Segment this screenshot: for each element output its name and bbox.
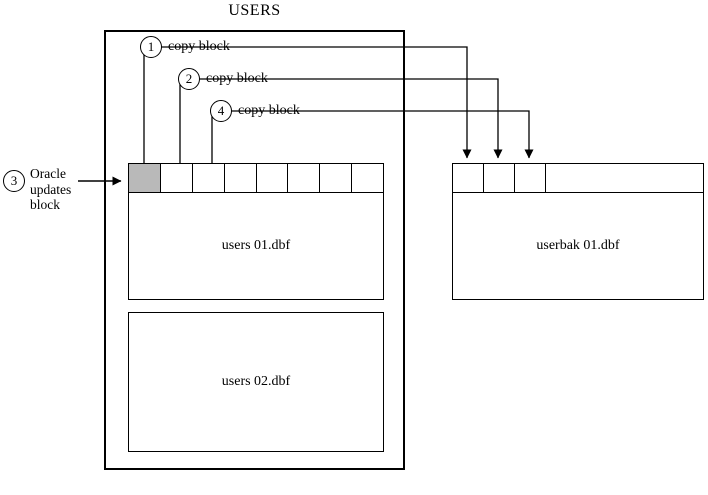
- block-cell: [257, 164, 289, 192]
- block-cell: [352, 164, 383, 192]
- step-label-2: copy block: [206, 71, 268, 86]
- updated-block-cell: [129, 164, 161, 192]
- block-cell: [484, 164, 515, 192]
- block-cell: [453, 164, 484, 192]
- users01-datafile: users 01.dbf: [128, 192, 384, 300]
- step-circle-1: 1: [140, 36, 162, 58]
- block-cell: [161, 164, 193, 192]
- users01-label: users 01.dbf: [221, 238, 291, 253]
- userbak-block-row: [452, 163, 704, 193]
- users02-datafile: users 02.dbf: [128, 312, 384, 452]
- step-number: 3: [10, 173, 18, 188]
- block-cell: [225, 164, 257, 192]
- tablespace-title: USERS: [228, 2, 281, 19]
- step-circle-2: 2: [178, 68, 200, 90]
- block-cell: [193, 164, 225, 192]
- users01-block-row: [128, 163, 384, 193]
- users02-label: users 02.dbf: [221, 374, 291, 389]
- step-label-1: copy block: [168, 39, 230, 54]
- step-number: 2: [185, 71, 193, 86]
- userbak01-datafile: userbak 01.dbf: [452, 192, 704, 300]
- block-cell: [515, 164, 546, 192]
- update-step-label: Oracle updates block: [30, 166, 72, 212]
- step-number: 1: [147, 39, 155, 54]
- userbak01-label: userbak 01.dbf: [536, 238, 620, 253]
- step-circle-4: 4: [210, 100, 232, 122]
- step-label-4: copy block: [238, 103, 300, 118]
- block-cell: [546, 164, 703, 192]
- step-number: 4: [217, 103, 225, 118]
- block-cell: [320, 164, 353, 192]
- block-cell: [288, 164, 321, 192]
- step-circle-3: 3: [3, 170, 25, 192]
